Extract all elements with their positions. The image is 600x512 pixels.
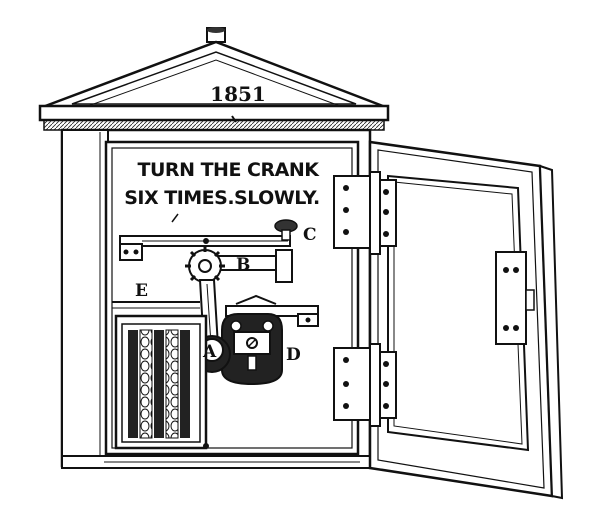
roof-pediment: 1851 — [38, 27, 390, 131]
gear-b — [185, 246, 293, 283]
mechanism-d — [221, 294, 319, 386]
instruction-line-2: SIX TIMES.SLOWLY. — [124, 187, 320, 209]
hinge-lower — [333, 343, 397, 427]
label-c: C — [303, 225, 317, 245]
label-e: E — [135, 281, 148, 301]
roof-knob-top — [207, 27, 225, 33]
door-latch — [495, 251, 527, 345]
lower-compartment — [112, 301, 209, 450]
hinge-upper — [333, 171, 397, 255]
instruction-line-1: TURN THE CRANK — [138, 159, 321, 181]
label-d: D — [286, 345, 301, 365]
year-inscription: 1851 — [210, 82, 266, 106]
label-a: A — [202, 342, 217, 362]
instruction-panel: TURN THE CRANK SIX TIMES.SLOWLY. — [124, 159, 321, 223]
open-door — [368, 140, 564, 500]
label-b: B — [236, 255, 250, 275]
